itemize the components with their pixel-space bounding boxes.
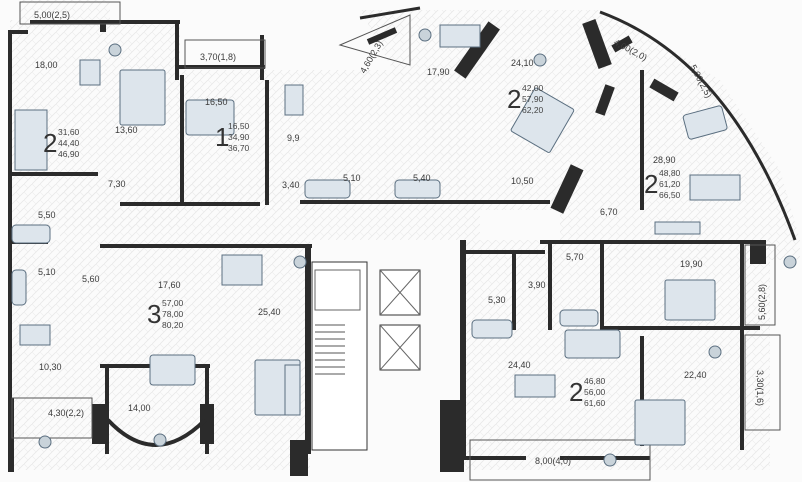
bed-icon bbox=[221, 254, 263, 286]
room-area-label: 5,50 bbox=[38, 210, 56, 220]
apartment-area-living: 46,80 bbox=[584, 376, 606, 386]
bath-icon bbox=[394, 179, 441, 199]
room-area-label: 3,90 bbox=[528, 280, 546, 290]
plant-icon bbox=[108, 43, 122, 57]
apartment-area-full: 80,20 bbox=[162, 320, 184, 330]
table-icon bbox=[19, 324, 51, 346]
table-icon bbox=[284, 84, 304, 116]
table-icon bbox=[689, 174, 741, 201]
apartment-area-total: 56,00 bbox=[584, 387, 606, 397]
window-icon bbox=[654, 221, 701, 235]
apartment-area-full: 46,90 bbox=[58, 149, 80, 159]
bed-icon bbox=[119, 69, 166, 126]
sofa-icon bbox=[564, 329, 621, 359]
balcony-area-label: 5,60(2,8) bbox=[757, 283, 767, 320]
apartment-rooms-count: 2 bbox=[644, 169, 659, 199]
room-area-label: 22,40 bbox=[684, 370, 707, 380]
sofa-icon bbox=[185, 99, 235, 136]
apartment-area-total: 57,90 bbox=[522, 94, 544, 104]
room-area-label: 5,10 bbox=[343, 173, 361, 183]
table-icon bbox=[514, 374, 556, 398]
room-area-label: 18,00 bbox=[35, 60, 58, 70]
room-area-label: 5,40 bbox=[413, 173, 431, 183]
room-area-label: 10,30 bbox=[39, 362, 62, 372]
plant-icon bbox=[293, 255, 307, 269]
room-area-label: 13,60 bbox=[115, 125, 138, 135]
room-area-label: 7,30 bbox=[108, 179, 126, 189]
plant-icon bbox=[708, 345, 722, 359]
apartment-rooms-count: 3 bbox=[147, 299, 162, 329]
apartment-area-living: 48,80 bbox=[659, 168, 681, 178]
apartment-area-living: 57,00 bbox=[162, 298, 184, 308]
sofa-icon bbox=[682, 105, 728, 140]
room-area-label: 5,70 bbox=[566, 252, 584, 262]
plant-icon bbox=[533, 53, 547, 67]
sofa-icon bbox=[149, 354, 196, 386]
apartment-area-full: 66,50 bbox=[659, 190, 681, 200]
apartment-rooms-count: 1 bbox=[215, 122, 230, 152]
room-area-label: 5,10 bbox=[38, 267, 56, 277]
curved-walls bbox=[106, 6, 797, 447]
room-area-label: 19,90 bbox=[680, 259, 703, 269]
bath-icon bbox=[559, 309, 599, 327]
apartment-rooms-count: 2 bbox=[507, 84, 522, 114]
bath-icon bbox=[471, 319, 513, 339]
plant-icon bbox=[603, 453, 617, 467]
room-area-label: 14,00 bbox=[128, 403, 151, 413]
bath-icon bbox=[304, 179, 351, 199]
plant-icon bbox=[418, 28, 432, 42]
bed-icon bbox=[634, 399, 686, 446]
balcony-area-label: 5,00(2,5) bbox=[34, 10, 71, 20]
apartment-rooms-count: 2 bbox=[569, 377, 584, 407]
apartment-area-full: 36,70 bbox=[228, 143, 250, 153]
bath-icon bbox=[11, 269, 27, 306]
table-icon bbox=[79, 59, 101, 86]
apartment-rooms-count: 2 bbox=[43, 128, 58, 158]
apartment-area-total: 61,20 bbox=[659, 179, 681, 189]
bed-icon bbox=[664, 279, 716, 321]
room-area-label: 24,10 bbox=[511, 58, 534, 68]
table-icon bbox=[439, 24, 481, 48]
balcony-area-label: 4,30(2,2) bbox=[48, 408, 85, 418]
bath-icon bbox=[11, 224, 51, 244]
apartment-area-full: 61,60 bbox=[584, 398, 606, 408]
plant-icon bbox=[153, 433, 167, 447]
room-area-label: 9,9 bbox=[287, 133, 300, 143]
room-area-label: 17,90 bbox=[427, 67, 450, 77]
apartment-area-living: 31,60 bbox=[58, 127, 80, 137]
room-area-label: 17,60 bbox=[158, 280, 181, 290]
room-area-label: 25,40 bbox=[258, 307, 281, 317]
apartment-area-total: 34,90 bbox=[228, 132, 250, 142]
room-area-label: 5,30 bbox=[488, 295, 506, 305]
balconies-outline bbox=[11, 1, 781, 481]
apartment-area-living: 42,00 bbox=[522, 83, 544, 93]
room-area-label: 28,90 bbox=[653, 155, 676, 165]
plants bbox=[38, 28, 797, 467]
apartment-area-living: 16,50 bbox=[228, 121, 250, 131]
room-area-label: 24,40 bbox=[508, 360, 531, 370]
balcony-area-label: 8,00(4,0) bbox=[535, 456, 572, 466]
apartment-area-total: 44,40 bbox=[58, 138, 80, 148]
plant-icon bbox=[783, 255, 797, 269]
plant-icon bbox=[38, 435, 52, 449]
sofa-icon bbox=[14, 109, 48, 171]
stair-core bbox=[311, 261, 421, 451]
room-area-label: 3,40 bbox=[282, 180, 300, 190]
bed-icon bbox=[510, 87, 575, 153]
room-area-label: 6,70 bbox=[600, 207, 618, 217]
apartment-area-total: 78,00 bbox=[162, 309, 184, 319]
apartment-area-full: 62,20 bbox=[522, 105, 544, 115]
room-area-label: 10,50 bbox=[511, 176, 534, 186]
room-area-label: 16,50 bbox=[205, 97, 228, 107]
room-area-label: 5,60 bbox=[82, 274, 100, 284]
balcony-area-label: 3,30(1,6) bbox=[755, 370, 765, 407]
balcony-area-label: 3,70(1,8) bbox=[200, 52, 237, 62]
furniture bbox=[11, 24, 741, 446]
